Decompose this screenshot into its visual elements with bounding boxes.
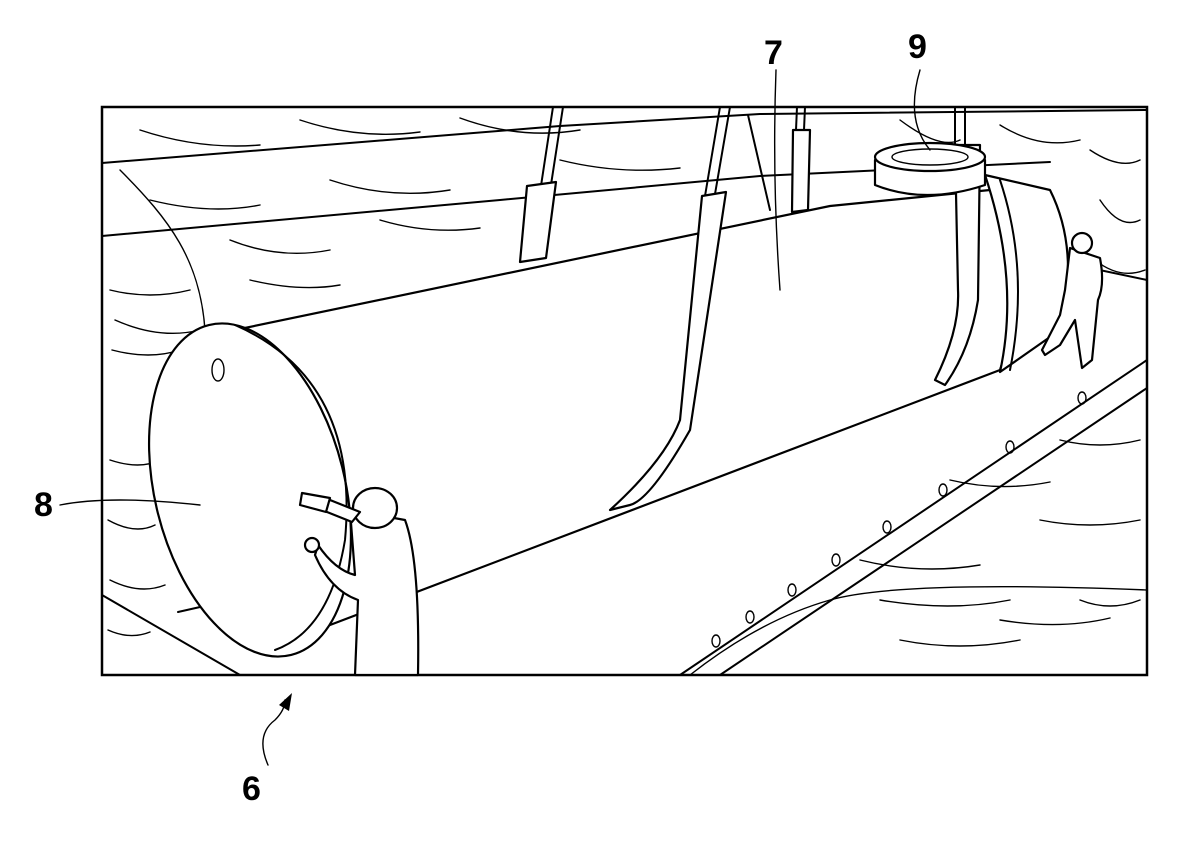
- end-cap-part: [147, 322, 353, 658]
- label-cylinder: 7: [764, 34, 783, 72]
- trench-background: [101, 109, 1148, 676]
- worker-rear: [1040, 231, 1104, 370]
- worker-front: [298, 486, 420, 677]
- label-end-cap: 8: [34, 486, 53, 524]
- assembly-arrow-head: [279, 693, 292, 711]
- nozzle-part: [873, 141, 987, 197]
- rail-bolt-holes: [711, 391, 1087, 648]
- cylinder-body: [233, 173, 1070, 627]
- leader-lines: [59, 69, 931, 766]
- label-assembly: 6: [242, 770, 261, 808]
- label-nozzle: 9: [908, 28, 927, 66]
- lifting-straps: [518, 106, 982, 512]
